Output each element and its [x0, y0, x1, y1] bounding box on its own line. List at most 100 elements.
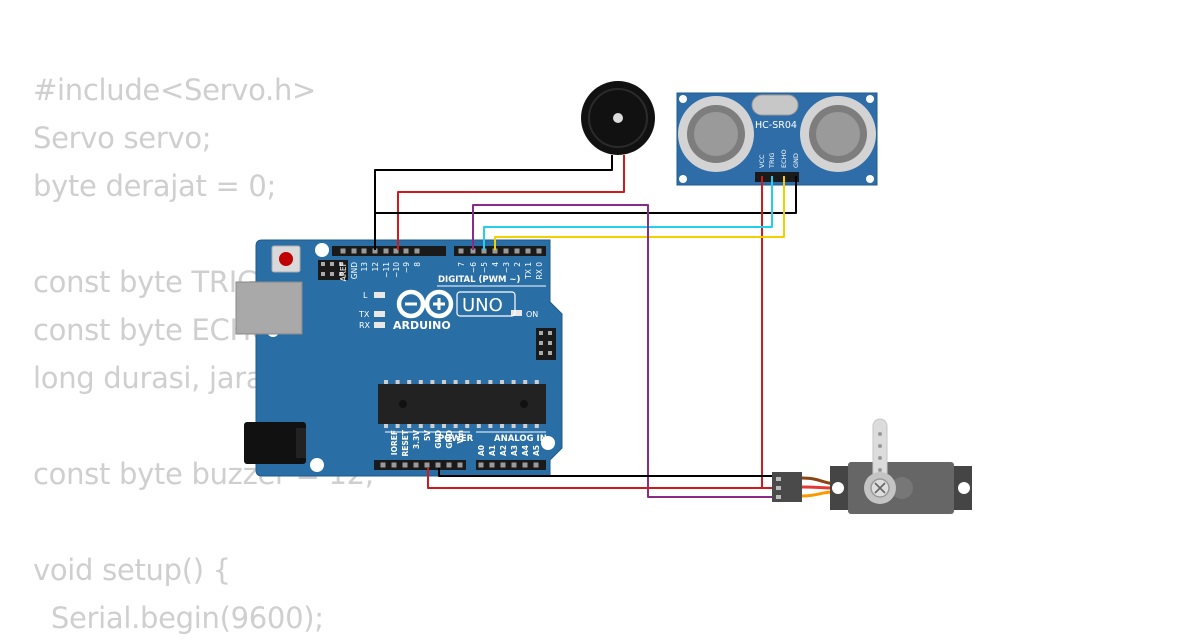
buzzer-ring [588, 88, 648, 148]
piezo-buzzer[interactable] [581, 81, 655, 155]
pin-hole[interactable] [446, 462, 452, 468]
power-pin-header[interactable] [374, 460, 466, 470]
analog-pin-header[interactable] [476, 460, 546, 470]
pin-hole[interactable] [525, 248, 531, 254]
pin-label: ~10 [392, 262, 401, 278]
digital-pin-holes [340, 248, 542, 254]
pin-hole[interactable] [361, 248, 367, 254]
digital-pin-header-left[interactable] [332, 246, 446, 256]
pin-label: 2 [513, 262, 522, 267]
arduino-infinity-logo [396, 289, 454, 319]
pin-hole[interactable] [340, 248, 346, 254]
pin-label: 7 [457, 262, 466, 267]
wire-buzzer-signal[interactable] [397, 155, 625, 250]
mounting-hole [866, 95, 874, 103]
reset-button-cap [279, 252, 293, 266]
led-rx [374, 322, 385, 328]
pin-hole[interactable] [435, 462, 441, 468]
pin-label: 13 [360, 262, 369, 272]
pin-hole[interactable] [536, 248, 542, 254]
sensor-pin-header[interactable] [755, 172, 799, 182]
sensor-pin-label: VCC [758, 154, 766, 168]
pin-hole[interactable] [489, 462, 495, 468]
pin-hole[interactable] [492, 248, 498, 254]
pin-hole[interactable] [478, 462, 484, 468]
pin-hole[interactable] [514, 248, 520, 254]
pin-hole[interactable] [533, 462, 539, 468]
dc-power-jack [244, 422, 306, 464]
usb-port [235, 281, 303, 335]
wire-sensor-trig[interactable] [483, 176, 773, 250]
pin-hole[interactable] [511, 462, 517, 468]
pin-label: TX 1 [524, 262, 533, 280]
wire-sensor-echo[interactable] [494, 176, 785, 250]
pin-label: Vin [456, 430, 465, 444]
led-l [374, 292, 385, 298]
wire-buzzer-gnd[interactable] [374, 155, 613, 250]
servo-cable-orange [801, 490, 835, 498]
sensor-label: HC-SR04 [755, 120, 797, 131]
mounting-hole [832, 482, 844, 494]
pin-hole[interactable] [393, 248, 399, 254]
mounting-hole [679, 175, 687, 183]
pin-hole[interactable] [457, 462, 463, 468]
pin-label: A3 [510, 445, 519, 456]
pin-label: GND [445, 430, 454, 449]
mounting-hole [679, 95, 687, 103]
mounting-hole [958, 482, 970, 494]
sensor-pin-label: TRIG [768, 153, 776, 169]
pin-label: 3.3V [412, 430, 421, 449]
wire-sensor-gnd[interactable] [374, 176, 797, 250]
pin-hole[interactable] [402, 462, 408, 468]
mounting-hole [541, 436, 555, 450]
code-line: Servo servo; [33, 121, 212, 155]
buzzer-center [613, 113, 623, 123]
pin-hole[interactable] [351, 248, 357, 254]
servo-horn[interactable] [872, 418, 888, 487]
pin-hole[interactable] [372, 248, 378, 254]
transducer-left [678, 96, 754, 172]
pin-label: GND [350, 262, 359, 279]
pin-hole[interactable] [380, 462, 386, 468]
wire-servo-gnd[interactable] [438, 468, 785, 477]
pin-hole[interactable] [522, 462, 528, 468]
wire-servo-signal[interactable] [472, 204, 785, 498]
pin-hole[interactable] [391, 462, 397, 468]
pin-hole[interactable] [500, 462, 506, 468]
pin-hole[interactable] [403, 248, 409, 254]
led-tx [374, 311, 385, 317]
pin-label: RX 0 [535, 262, 544, 280]
pin-label: ~5 [480, 262, 489, 273]
pin-hole[interactable] [458, 248, 464, 254]
pin-hole[interactable] [383, 248, 389, 254]
pin-label: ~3 [502, 262, 511, 273]
wire-servo-power[interactable] [427, 468, 785, 489]
pin-hole[interactable] [503, 248, 509, 254]
sensor-pin-label: GND [792, 153, 800, 168]
digital-pin-header-right[interactable] [454, 246, 546, 256]
crystal-oscillator [751, 94, 799, 116]
icsp-header-top [318, 260, 348, 280]
pin-hole[interactable] [413, 462, 419, 468]
led-on [511, 310, 522, 316]
bottom-pin-holes [380, 462, 539, 468]
mounting-hole [315, 243, 329, 257]
mounting-hole [866, 175, 874, 183]
pin-label: IOREF [390, 430, 399, 455]
wire-sensor-vcc[interactable] [761, 176, 785, 489]
code-line: #include<Servo.h> [33, 73, 317, 107]
pin-hole[interactable] [424, 462, 430, 468]
uno-model: UNO [462, 295, 503, 316]
pin-hole[interactable] [414, 248, 420, 254]
code-line: byte derajat = 0; [33, 169, 277, 203]
pin-hole[interactable] [470, 248, 476, 254]
arduino-brand: ARDUINO [393, 319, 451, 332]
servo-motor[interactable] [772, 418, 972, 514]
pin-hole[interactable] [481, 248, 487, 254]
led-l-label: L [363, 291, 368, 300]
